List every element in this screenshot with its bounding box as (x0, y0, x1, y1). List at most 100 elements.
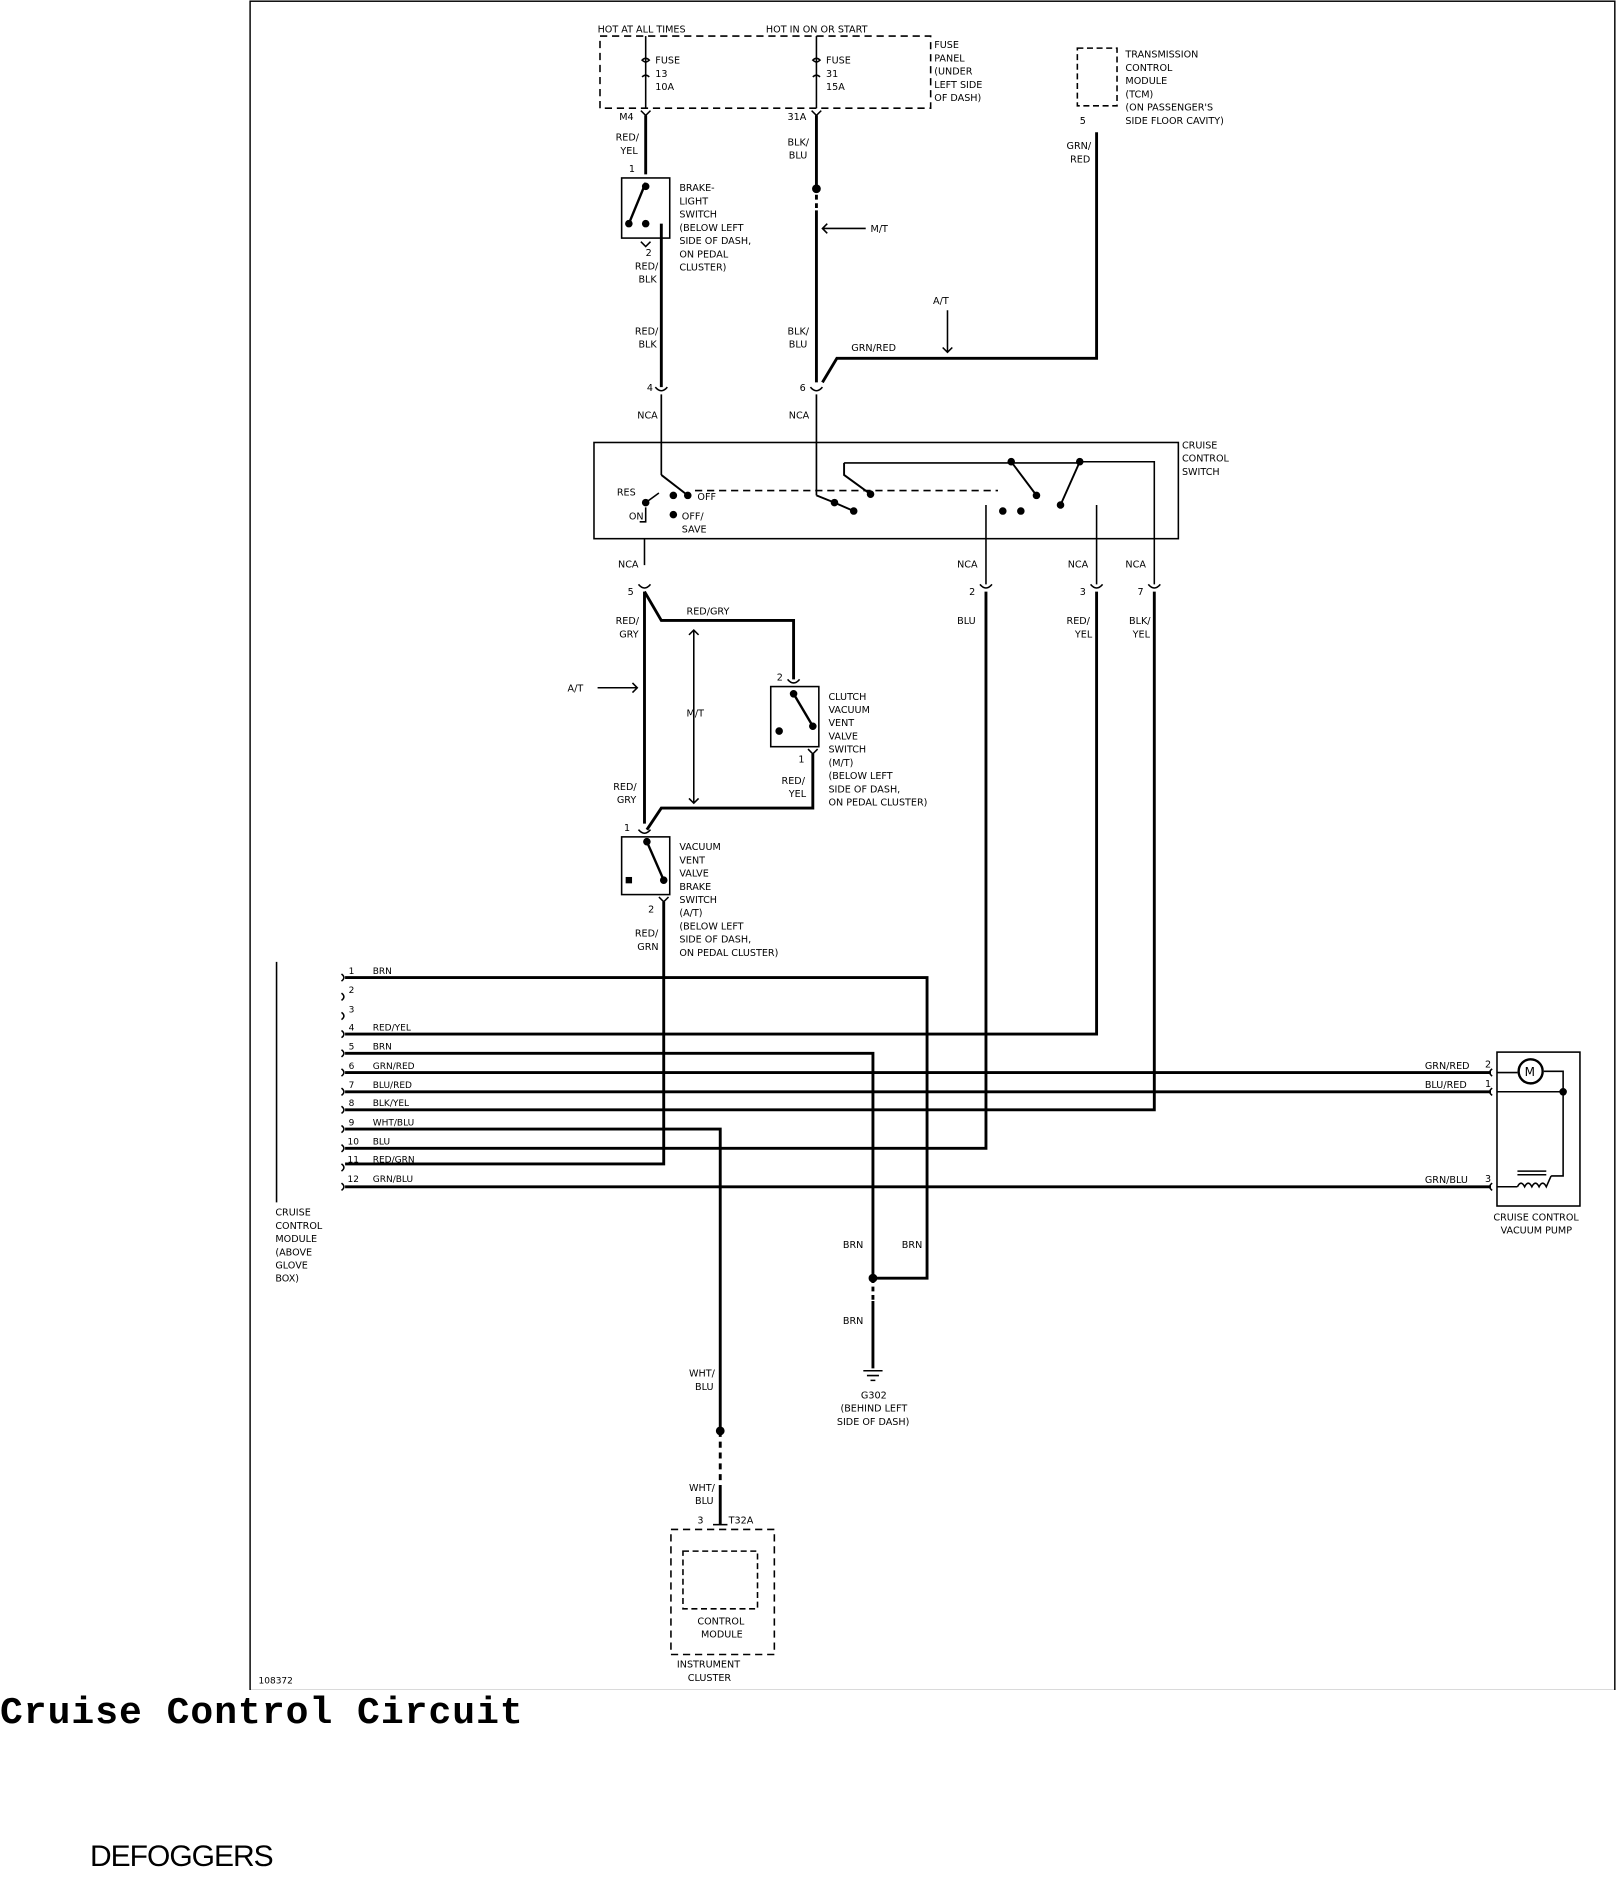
brake-switch-label-6: ON PEDAL (679, 249, 728, 260)
clutch-label-3: VENT (828, 718, 854, 729)
wire-brn-2: BRN (902, 1240, 922, 1251)
connector-nca-3 (1089, 583, 1104, 589)
cluster-pin-3: 3 (697, 1515, 703, 1526)
tcm-box (1076, 47, 1118, 107)
cluster-label-2: CLUSTER (688, 1673, 732, 1684)
fuse-panel-label-1: FUSE (934, 40, 959, 51)
at-label-lower: A/T (568, 683, 584, 694)
brake-switch-label-2: LIGHT (679, 196, 708, 207)
brake-switch-label-5: SIDE OF DASH, (679, 236, 751, 247)
mt-arrow (821, 223, 866, 234)
fuse-panel-pin-m4: M4 (619, 112, 633, 123)
diagram-border (249, 0, 1616, 1690)
ground-label-3: SIDE OF DASH) (837, 1417, 909, 1428)
brake-switch-label-3: SWITCH (679, 210, 717, 221)
cruise-module-label-3: MODULE (275, 1234, 317, 1245)
ccs-res-label: RES (617, 487, 636, 498)
module-pin-4-wire: RED/YEL (373, 1023, 411, 1033)
clutch-label-8: SIDE OF DASH, (828, 784, 900, 795)
module-pin-5: 5 (349, 1043, 355, 1053)
connector-3-pin: 3 (1080, 587, 1086, 598)
pump-pin-2: 2 (1485, 1060, 1491, 1071)
module-pin-6-wire: GRN/RED (373, 1062, 415, 1072)
module-pin-3: 3 (349, 1005, 355, 1015)
wire-red-gry-2a: RED/ (613, 782, 637, 793)
tcm-label-1: TRANSMISSION (1124, 50, 1198, 61)
pump-label-1: CRUISE CONTROL (1493, 1212, 1579, 1223)
fuse-13-line-1: FUSE (655, 56, 680, 67)
module-pin-5-wire: BRN (373, 1043, 392, 1053)
connector-7-pin: 7 (1137, 587, 1143, 598)
tcm-wire-label-2: RED (1070, 154, 1090, 165)
clutch-label-1: CLUTCH (828, 692, 866, 703)
wire-pin-9-wht-blu (345, 1127, 722, 1431)
brake-switch-pin-1: 1 (629, 164, 635, 175)
figure-id: 108372 (259, 1676, 293, 1686)
wire-pin-5-brn (345, 1051, 875, 1279)
vacuum-switch-label-9: ON PEDAL CLUSTER) (679, 948, 778, 959)
fuse-panel (599, 35, 932, 117)
wire-red-gry-1a: RED/ (616, 616, 640, 627)
connector-5-pin: 5 (628, 587, 634, 598)
module-pin-11: 11 (347, 1156, 358, 1166)
pump-wire-grn-blu: GRN/BLU (1425, 1175, 1468, 1186)
wire-red-yel-3b: YEL (788, 789, 807, 800)
cruise-control-switch (593, 441, 1180, 566)
cruise-module-label-4: (ABOVE (275, 1247, 312, 1258)
at-arrow-upper (942, 310, 953, 354)
fuse-panel-label-3: (UNDER (934, 67, 972, 78)
ground-label-2: (BEHIND LEFT (840, 1404, 907, 1415)
cruise-control-wiring-diagram: HOT AT ALL TIMES HOT IN ON OR START FUSE… (249, 0, 1616, 1690)
vacuum-switch-label-6: (A/T) (679, 908, 702, 919)
connector-nca-5 (637, 583, 652, 589)
wire-blk-blu-1a: BLK/ (788, 137, 810, 148)
fuse-31-line-1: FUSE (826, 56, 851, 67)
wire-blk-blu-1b: BLU (789, 151, 808, 162)
pump-pin-1: 1 (1485, 1079, 1491, 1090)
ccs-label-3: SWITCH (1182, 467, 1220, 478)
cluster-inner-label-2: MODULE (701, 1630, 743, 1641)
wire-red-yel-1: RED/ (616, 133, 640, 144)
vacuum-switch-pin-2: 2 (648, 905, 654, 916)
module-pin-8-wire: BLK/YEL (373, 1099, 409, 1109)
ccs-off-save-1: OFF/ (682, 511, 705, 522)
figure-caption: Cruise Control Circuit (0, 1692, 524, 1735)
fuse-panel-label-5: OF DASH) (934, 93, 981, 104)
pump-wire-grn-red: GRN/RED (1425, 1061, 1470, 1072)
clutch-label-5: SWITCH (828, 745, 866, 756)
wire-blk-blu-2b: BLU (789, 339, 808, 350)
wire-blk-yel-b: YEL (1132, 629, 1151, 640)
fuse-31-line-3: 15A (826, 82, 845, 93)
wire-wht-blu-2a: WHT/ (689, 1483, 716, 1494)
at-arrow-lower (597, 682, 639, 694)
cruise-module-label-2: CONTROL (275, 1221, 323, 1232)
wire-brn-3: BRN (843, 1316, 863, 1327)
pump-wire-blu-red: BLU/RED (1425, 1080, 1467, 1091)
mt-label-lower: M/T (687, 709, 705, 720)
wire-red-yel-clutch (645, 753, 815, 831)
module-pin-10: 10 (347, 1138, 359, 1148)
cluster-inner-label-1: CONTROL (697, 1616, 745, 1627)
wire-wht-blu-1a: WHT/ (689, 1369, 716, 1380)
wire-wht-blu-1b: BLU (695, 1382, 714, 1393)
tcm-label-3: MODULE (1125, 76, 1167, 87)
brake-switch-label-4: (BELOW LEFT (679, 223, 743, 234)
at-label-upper: A/T (933, 296, 949, 307)
module-pin-8: 8 (349, 1099, 355, 1109)
clutch-label-7: (BELOW LEFT (828, 771, 892, 782)
ground-symbol (863, 1369, 883, 1382)
module-pin-1-wire: BRN (373, 967, 392, 977)
connector-4-nca: NCA (637, 410, 658, 421)
vacuum-vent-valve-brake-switch (620, 829, 671, 903)
wire-red-yel-3a: RED/ (782, 776, 806, 787)
module-pin-6: 6 (349, 1062, 355, 1072)
clutch-vacuum-switch (769, 678, 820, 756)
tcm-label-5: (ON PASSENGER'S (1125, 103, 1213, 114)
module-pin-12: 12 (347, 1175, 358, 1185)
pump-pin-3: 3 (1485, 1174, 1491, 1185)
fuse-31-line-2: 31 (826, 69, 838, 80)
wire-blk-yel-a: BLK/ (1129, 616, 1151, 627)
tcm-label-4: (TCM) (1125, 89, 1153, 100)
module-pin-9: 9 (349, 1118, 355, 1128)
wire-red-grn-b: GRN (637, 942, 658, 953)
